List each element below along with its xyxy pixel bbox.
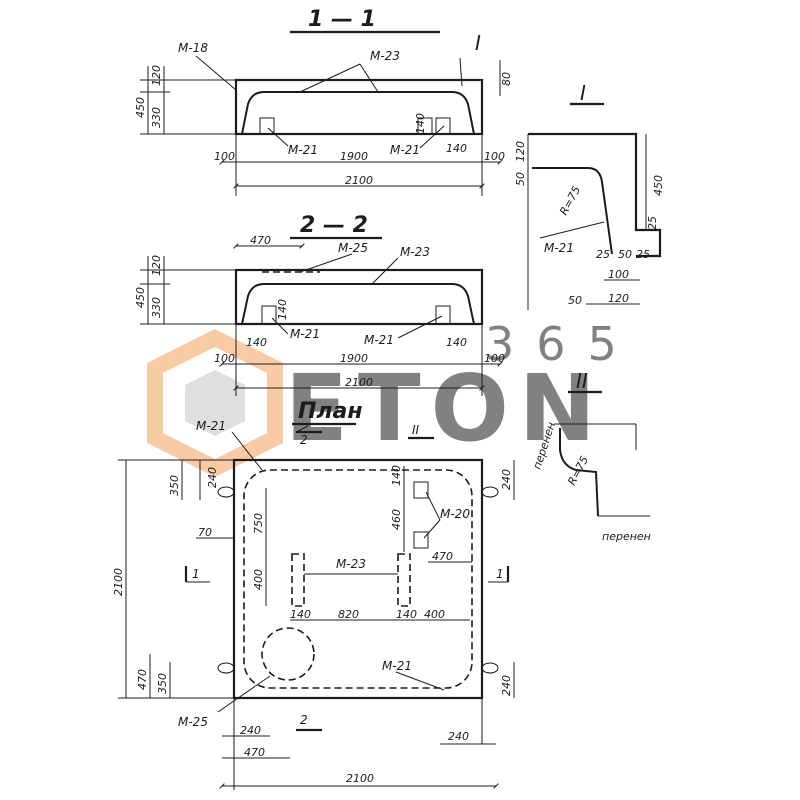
plan-view: План 2 II М-21 М-20 М-23	[112, 399, 515, 790]
label-m21-sec2-right: М-21	[364, 333, 394, 347]
detail-I-dim-25-right: 25	[646, 216, 659, 230]
slab-outline-1	[234, 78, 484, 136]
section-1-roman-mark: I	[475, 31, 481, 55]
detail-I-rebar	[532, 167, 613, 255]
detail-I-dim-120-top: 120	[514, 141, 527, 162]
dim-sec1-330: 330	[150, 107, 163, 128]
rebar-m23-2	[241, 283, 475, 325]
rebar-m23-1	[241, 91, 475, 135]
plan-label-m25: М-25	[178, 715, 208, 729]
label-m23-sec2: М-23	[400, 245, 430, 259]
section-2-title: 2 — 2	[300, 213, 368, 238]
plan-label-m21-bottom: М-21	[382, 659, 412, 673]
detail-II-shift-bottom: перенен	[602, 530, 651, 543]
plan-dim-240-right-bottom: 240	[500, 675, 513, 696]
plan-dim-400-horiz: 400	[424, 608, 445, 621]
detail-I-dim-50-top: 50	[514, 172, 527, 186]
section-1-1: 1 — 1 I М-18 М-23 М-21 М-21 120 450 330 …	[134, 7, 513, 196]
plan-dim-460: 460	[390, 509, 403, 530]
plan-dim-820: 820	[338, 608, 359, 621]
plan-dim-240-bottom-right: 240	[448, 730, 469, 743]
watermark-number: 365	[485, 317, 639, 371]
watermark: 365 ETON	[147, 317, 639, 477]
dim-sec2-140-vert: 140	[276, 299, 289, 320]
detail-I-dim-120-bottom: 120	[608, 292, 629, 305]
label-m25-sec2: М-25	[338, 241, 368, 255]
detail-II-title: II	[576, 369, 588, 393]
slab-outline-2	[234, 268, 484, 326]
plan-dim-240-right-top: 240	[500, 469, 513, 490]
plan-dim-70: 70	[198, 526, 212, 539]
detail-I-dim-25-a: 25	[596, 248, 610, 261]
plan-section-mark-1-right: 1	[496, 567, 504, 581]
dim-sec2-100-left: 100	[214, 352, 235, 365]
plan-dim-140-top: 140	[390, 465, 403, 486]
detail-I-dim-50-mid: 50	[618, 248, 632, 261]
dim-sec2-450: 450	[134, 287, 147, 308]
plan-dim-350-left-bottom: 350	[156, 673, 169, 694]
plan-dim-350-left: 350	[168, 475, 181, 496]
dim-sec1-100-left: 100	[214, 150, 235, 163]
dim-sec2-330: 330	[150, 297, 163, 318]
label-m21-sec1-left: М-21	[288, 143, 318, 157]
detail-I-radius: R=75	[557, 184, 583, 217]
plan-dim-140-a: 140	[290, 608, 311, 621]
detail-I-dim-450: 450	[652, 175, 665, 196]
detail-I-dim-100: 100	[608, 268, 629, 281]
dim-sec2-1900: 1900	[340, 352, 368, 365]
plan-section-mark-2-top: 2	[300, 433, 308, 447]
plan-section-mark-1-left: 1	[192, 567, 200, 581]
detail-I-dim-50-bottom: 50	[568, 294, 582, 307]
plan-dim-2100-bottom: 2100	[346, 772, 374, 785]
detail-I-title: I	[580, 81, 586, 105]
label-m18: М-18	[178, 41, 208, 55]
dim-sec1-140-a: 140	[414, 113, 427, 134]
plan-dim-140-b: 140	[396, 608, 417, 621]
plan-section-mark-2-bottom: 2	[300, 713, 308, 727]
dim-sec2-120: 120	[150, 255, 163, 276]
plan-inner-rebar	[243, 469, 473, 689]
plan-dim-240-left: 240	[206, 467, 219, 488]
dim-sec1-140-b: 140	[446, 142, 467, 155]
watermark-logo-icon	[147, 329, 283, 477]
dim-sec1-450: 450	[134, 97, 147, 118]
detail-II-rebar	[559, 428, 599, 517]
plan-label-m20: М-20	[440, 507, 470, 521]
plan-label-m23: М-23	[336, 557, 366, 571]
detail-I: I М-21 R=75 120 50 450 25 25 50 25 100 5…	[514, 81, 665, 310]
plan-dim-470-bottom: 470	[244, 746, 265, 759]
plan-label-m21-top: М-21	[196, 419, 226, 433]
plan-mark-II: II	[412, 423, 420, 437]
plan-dim-2100-left: 2100	[112, 568, 125, 596]
plan-dim-750: 750	[252, 513, 265, 534]
section-2-2: 2 — 2 М-25 М-23 М-21 М-21 470 120 450 33…	[134, 213, 505, 396]
dim-sec1-2100: 2100	[345, 174, 373, 187]
label-m21-sec2-left: М-21	[290, 327, 320, 341]
label-m21-sec1-right: М-21	[390, 143, 420, 157]
dim-sec1-80: 80	[500, 72, 513, 86]
dim-sec2-470: 470	[250, 234, 271, 247]
section-1-title: 1 — 1	[308, 7, 376, 32]
plan-title: План	[298, 399, 363, 424]
dim-sec2-100-right: 100	[484, 352, 505, 365]
detail-I-label-m21: М-21	[544, 241, 574, 255]
dim-sec2-140-right: 140	[446, 336, 467, 349]
dim-sec1-100-right: 100	[484, 150, 505, 163]
plan-m25-circle	[261, 627, 315, 681]
dim-sec1-1900: 1900	[340, 150, 368, 163]
plan-dim-400-vert: 400	[252, 569, 265, 590]
dim-sec2-2100: 2100	[345, 376, 373, 389]
dim-sec1-120: 120	[150, 65, 163, 86]
watermark-word: ETON	[285, 355, 606, 462]
detail-I-dim-25-b: 25	[636, 248, 650, 261]
label-m23-sec1: М-23	[370, 49, 400, 63]
plan-dim-240-bottom-left: 240	[240, 724, 261, 737]
dim-sec2-140-left: 140	[246, 336, 267, 349]
plan-dim-470-right: 470	[432, 550, 453, 563]
plan-dim-470-left: 470	[136, 669, 149, 690]
plan-slab-outline	[232, 458, 484, 700]
